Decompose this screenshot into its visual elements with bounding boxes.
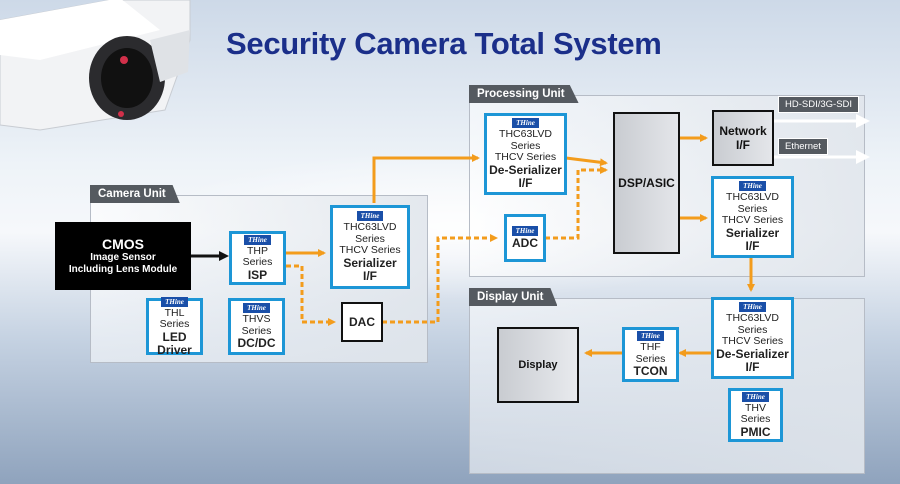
adc-block: THine ADC bbox=[504, 214, 546, 262]
isp-line2: Series bbox=[242, 256, 273, 268]
tcon-block: THine THF Series TCON bbox=[622, 327, 679, 382]
pmic-line1: THV bbox=[745, 401, 766, 414]
ser-proc-line5: I/F bbox=[745, 238, 760, 253]
led-line3: Driver bbox=[157, 342, 192, 357]
thine-logo: THine bbox=[511, 226, 539, 236]
ser-proc-line3: THCV Series bbox=[721, 214, 784, 227]
network-if-block: Network I/F bbox=[712, 110, 774, 166]
led-driver-block: THine THL Series LED Driver bbox=[146, 296, 203, 357]
hdsdi-tag: HD-SDI/3G-SDI bbox=[778, 96, 860, 113]
arrow-adc-dsp bbox=[545, 166, 608, 240]
arrow-dac-adc bbox=[382, 234, 498, 324]
pmic-line3: PMIC bbox=[740, 424, 771, 439]
display-block: Display bbox=[497, 327, 579, 403]
isp-line3: ISP bbox=[247, 267, 268, 282]
serializer-camera-line2: Series bbox=[355, 232, 385, 245]
dac-block: DAC bbox=[341, 302, 383, 342]
dcdc-line1: THVS bbox=[242, 313, 271, 325]
tcon-line1: THF bbox=[640, 341, 661, 353]
tcon-line2: Series bbox=[635, 352, 666, 365]
arrow-serializer-deserializer bbox=[372, 154, 480, 203]
serializer-camera-line3: THCV Series bbox=[339, 244, 401, 257]
deser-disp-line3: THCV Series bbox=[721, 335, 784, 348]
display-unit-label: Display Unit bbox=[469, 288, 558, 306]
thine-logo: THine bbox=[243, 303, 270, 313]
thine-logo: THine bbox=[739, 181, 766, 192]
cmos-sensor-block: CMOS Image Sensor Including Lens Module bbox=[55, 222, 191, 290]
deser-proc-line3: THCV Series bbox=[494, 151, 557, 164]
serializer-camera-line1: THC63LVD bbox=[343, 221, 397, 234]
serializer-camera-line4: Serializer bbox=[343, 255, 397, 270]
network-line2: I/F bbox=[736, 138, 750, 152]
security-camera-icon bbox=[0, 0, 191, 131]
deser-proc-line2: Series bbox=[510, 139, 541, 152]
tcon-line3: TCON bbox=[633, 364, 668, 378]
serializer-processing-block: THine THC63LVD Series THCV Series Serial… bbox=[711, 176, 794, 258]
pmic-line2: Series bbox=[740, 413, 771, 425]
dcdc-line3: DC/DC bbox=[237, 336, 276, 350]
thine-logo: THine bbox=[512, 118, 539, 129]
deserializer-display-block: THine THC63LVD Series THCV Series De-Ser… bbox=[711, 297, 794, 379]
arrow-isp-dac bbox=[286, 264, 336, 326]
deser-disp-line1: THC63LVD bbox=[726, 312, 779, 325]
processing-unit-label: Processing Unit bbox=[469, 85, 579, 103]
thine-logo: THine bbox=[739, 302, 766, 313]
led-line2: LED bbox=[162, 329, 187, 344]
deser-proc-line1: THC63LVD bbox=[499, 128, 552, 141]
thine-logo: THine bbox=[161, 296, 188, 307]
ethernet-tag: Ethernet bbox=[778, 138, 828, 155]
cmos-line2: Image Sensor bbox=[90, 252, 156, 263]
network-line1: Network bbox=[719, 124, 767, 138]
deser-disp-line4: De-Serializer bbox=[716, 346, 789, 361]
deser-disp-line5: I/F bbox=[745, 359, 760, 374]
thine-logo: THine bbox=[356, 211, 384, 222]
deser-disp-line2: Series bbox=[737, 323, 768, 336]
ser-proc-line1: THC63LVD bbox=[726, 191, 779, 204]
serializer-camera-line5: I/F bbox=[363, 268, 377, 283]
cmos-line3: Including Lens Module bbox=[68, 264, 178, 275]
led-line1: THL Series bbox=[159, 306, 190, 330]
cmos-title: CMOS bbox=[102, 236, 144, 252]
dcdc-line2: Series bbox=[241, 324, 272, 337]
thine-logo: THine bbox=[742, 391, 769, 402]
serializer-camera-block: THine THC63LVD Series THCV Series Serial… bbox=[330, 205, 410, 289]
arrow-deser-dsp bbox=[565, 156, 608, 167]
adc-label: ADC bbox=[512, 236, 538, 250]
deser-proc-line4: De-Serializer bbox=[489, 162, 562, 177]
deserializer-processing-block: THine THC63LVD Series THCV Series De-Ser… bbox=[484, 113, 567, 195]
deser-proc-line5: I/F bbox=[518, 175, 533, 190]
dcdc-block: THine THVS Series DC/DC bbox=[228, 298, 285, 355]
page-title: Security Camera Total System bbox=[226, 26, 662, 61]
ser-proc-line4: Serializer bbox=[725, 225, 780, 240]
ser-proc-line2: Series bbox=[737, 202, 768, 215]
camera-unit-label: Camera Unit bbox=[90, 185, 180, 203]
dsp-asic-block: DSP/ASIC bbox=[613, 112, 680, 254]
thine-logo: THine bbox=[244, 234, 271, 245]
isp-block: THine THP Series ISP bbox=[229, 231, 286, 285]
pmic-block: THine THV Series PMIC bbox=[728, 388, 783, 442]
thine-logo: THine bbox=[637, 331, 664, 341]
isp-line1: THP bbox=[247, 244, 268, 257]
